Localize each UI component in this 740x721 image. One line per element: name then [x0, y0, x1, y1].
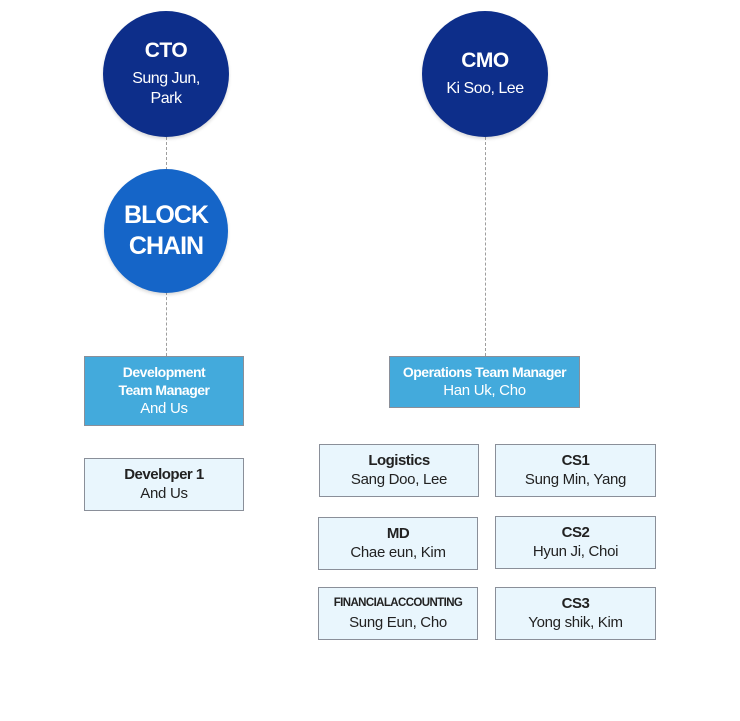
cs3-name: Yong shik, Kim: [528, 614, 623, 631]
cs3-title: CS3: [561, 595, 590, 612]
cs1-box: CS1 Sung Min, Yang: [495, 444, 656, 497]
development-manager-name: And Us: [140, 400, 188, 417]
developer1-box: Developer 1 And Us: [84, 458, 244, 511]
developer1-title: Developer 1: [124, 466, 204, 483]
cs1-name: Sung Min, Yang: [524, 471, 627, 488]
financial-accounting-box: FINANCIALACCOUNTING Sung Eun, Cho: [318, 587, 478, 640]
blockchain-devmanager-connector: [166, 292, 167, 356]
cmo-name: Ki Soo, Lee: [446, 80, 524, 97]
development-manager-title-line2: Team Manager: [118, 382, 211, 398]
blockchain-name-line1: BLOCK: [124, 201, 209, 229]
cmo-role: CMO: [461, 49, 509, 72]
logistics-title: Logistics: [368, 452, 430, 469]
cs2-title: CS2: [561, 524, 590, 541]
cto-role: CTO: [144, 39, 188, 62]
cs1-title: CS1: [561, 452, 590, 469]
blockchain-node: BLOCK CHAIN: [104, 169, 228, 293]
cmo-node: CMO Ki Soo, Lee: [422, 11, 548, 137]
financial-accounting-title: FINANCIALACCOUNTING: [333, 597, 463, 609]
operations-manager-box: Operations Team Manager Han Uk, Cho: [389, 356, 580, 408]
cs2-box: CS2 Hyun Ji, Choi: [495, 516, 656, 569]
operations-manager-name: Han Uk, Cho: [443, 382, 526, 399]
md-title: MD: [386, 525, 410, 542]
development-manager-box: Development Team Manager And Us: [84, 356, 244, 426]
operations-manager-title: Operations Team Manager: [402, 364, 567, 380]
logistics-box: Logistics Sang Doo, Lee: [319, 444, 479, 497]
md-box: MD Chae eun, Kim: [318, 517, 478, 570]
cs2-name: Hyun Ji, Choi: [532, 543, 619, 560]
cto-node: CTO Sung Jun, Park: [103, 11, 229, 137]
md-name: Chae eun, Kim: [350, 544, 446, 561]
cto-name: Sung Jun, Park: [132, 70, 200, 107]
cs3-box: CS3 Yong shik, Kim: [495, 587, 656, 640]
financial-accounting-name: Sung Eun, Cho: [349, 614, 447, 631]
cto-blockchain-connector: [166, 137, 167, 170]
blockchain-name-line2: CHAIN: [128, 232, 204, 260]
developer1-name: And Us: [140, 485, 188, 502]
logistics-name: Sang Doo, Lee: [350, 471, 448, 488]
cmo-opsmanager-connector: [485, 137, 486, 356]
development-manager-title-line1: Development: [122, 364, 206, 380]
